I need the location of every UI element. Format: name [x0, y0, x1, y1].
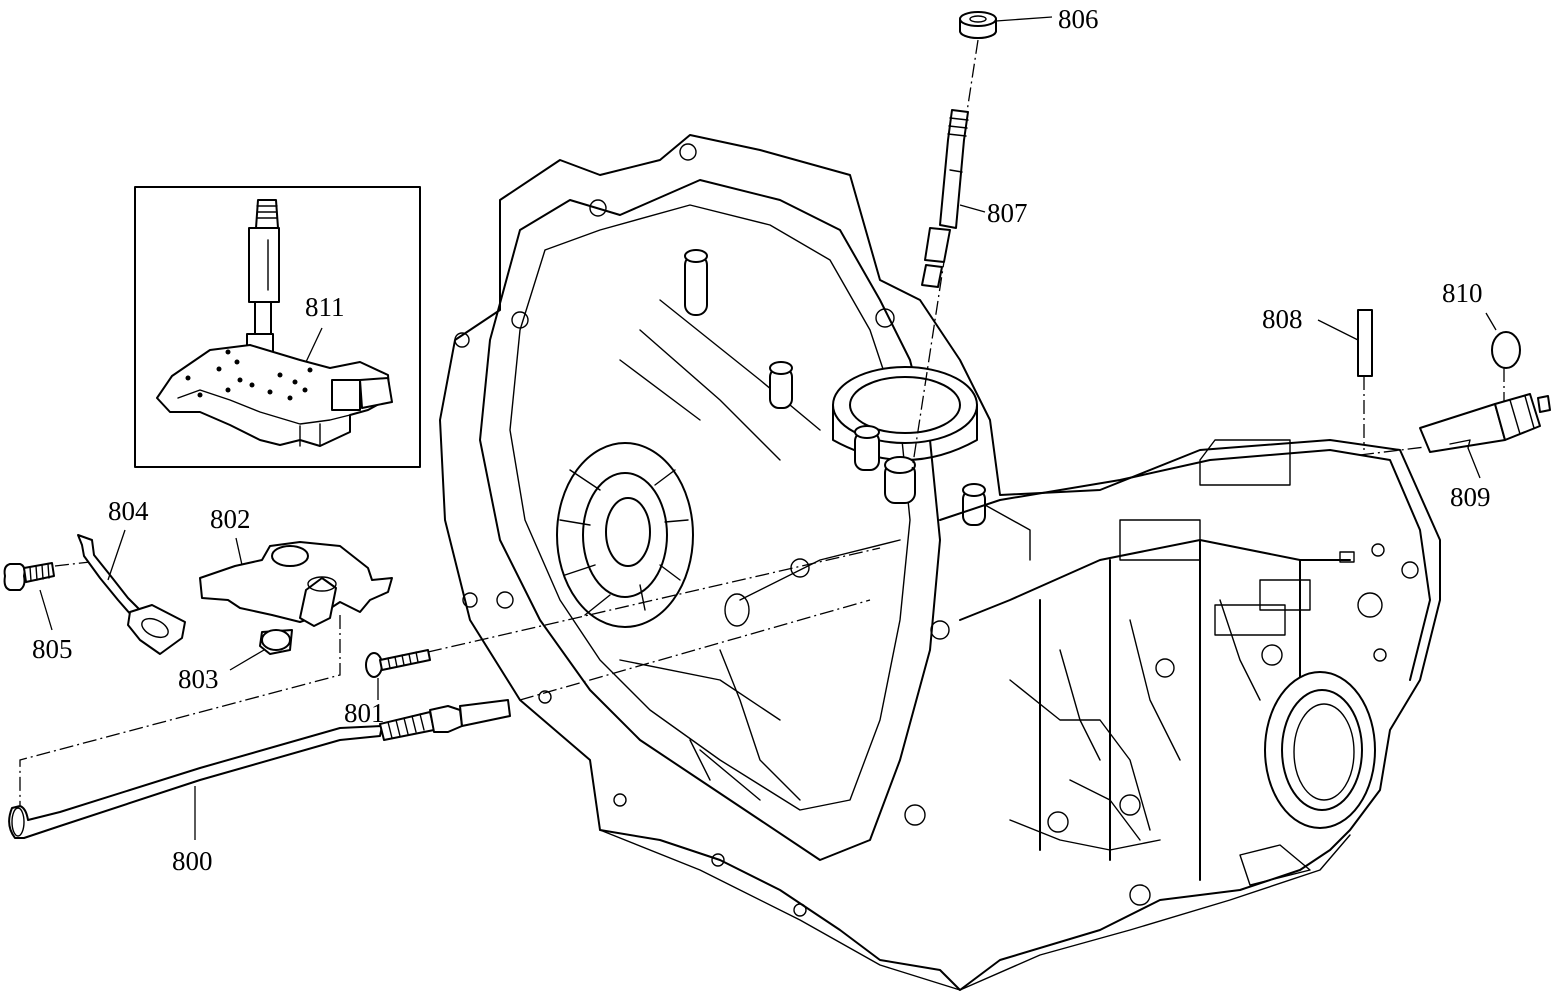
label-806: 806 — [1058, 4, 1099, 34]
part-806-cap — [959, 11, 997, 39]
part-811-inset — [134, 186, 421, 468]
part-802-detent-plate — [199, 541, 393, 627]
transmission-housing — [439, 134, 1441, 991]
label-805: 805 — [32, 634, 73, 664]
label-809: 809 — [1450, 482, 1491, 512]
part-810-o-ring — [1491, 331, 1521, 369]
label-802: 802 — [210, 504, 251, 534]
label-801: 801 — [344, 698, 385, 728]
part-807-shaft — [921, 109, 969, 288]
label-811: 811 — [305, 292, 345, 322]
label-808: 808 — [1262, 304, 1303, 334]
part-805-bolt — [3, 562, 55, 591]
part-808-pin — [1357, 309, 1373, 377]
label-804: 804 — [108, 496, 149, 526]
label-800: 800 — [172, 846, 213, 876]
part-800-shift-rod — [8, 699, 511, 839]
label-807: 807 — [987, 198, 1028, 228]
part-809-shaft — [1419, 393, 1551, 453]
part-804-spring-arm — [77, 534, 186, 655]
part-801-screw — [365, 649, 431, 678]
part-803-roller — [259, 629, 293, 655]
label-810: 810 — [1442, 278, 1483, 308]
label-803: 803 — [178, 664, 219, 694]
